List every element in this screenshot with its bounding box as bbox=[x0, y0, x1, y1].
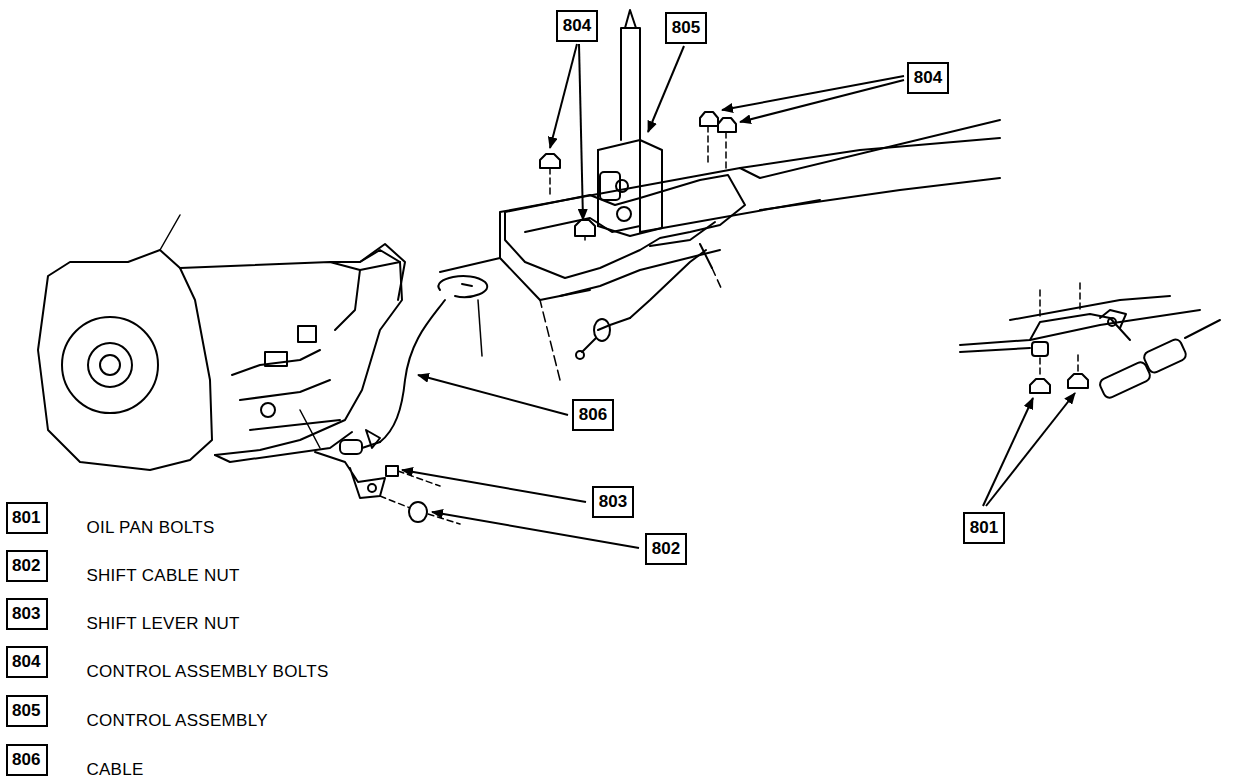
part-name: SHIFT LEVER NUT bbox=[86, 614, 239, 633]
part-name: CONTROL ASSEMBLY BOLTS bbox=[86, 662, 328, 681]
part-name: CONTROL ASSEMBLY bbox=[86, 711, 267, 730]
legend-key-box: 805CONTROL ASSEMBLY bbox=[6, 695, 48, 727]
callout-box: 803 bbox=[592, 486, 634, 518]
legend-key-box: 806CABLE bbox=[6, 744, 48, 776]
callout-number: 802 bbox=[12, 556, 40, 575]
callout-box: 804 bbox=[556, 10, 598, 42]
callout-box: 804 bbox=[907, 62, 949, 94]
callout-number: 802 bbox=[652, 539, 680, 558]
callout-number: 803 bbox=[12, 604, 40, 623]
part-name: CABLE bbox=[86, 760, 143, 779]
callout-number: 801 bbox=[970, 518, 998, 537]
legend-key-box: 801OIL PAN BOLTS bbox=[6, 502, 48, 534]
part-name: OIL PAN BOLTS bbox=[86, 518, 214, 537]
callout-number: 806 bbox=[579, 405, 607, 424]
callout-box: 802 bbox=[645, 533, 687, 565]
part-name: SHIFT CABLE NUT bbox=[86, 566, 239, 585]
callout-number: 801 bbox=[12, 508, 40, 527]
callout-number: 804 bbox=[563, 16, 591, 35]
callout-box: 806 bbox=[572, 399, 614, 431]
legend-key-box: 804CONTROL ASSEMBLY BOLTS bbox=[6, 646, 48, 678]
callout-number: 804 bbox=[914, 68, 942, 87]
callout-number: 804 bbox=[12, 652, 40, 671]
legend-key-box: 803SHIFT LEVER NUT bbox=[6, 598, 48, 630]
callout-number: 805 bbox=[672, 18, 700, 37]
callout-box: 801 bbox=[963, 512, 1005, 544]
callout-number: 806 bbox=[12, 750, 40, 769]
callout-number: 805 bbox=[12, 701, 40, 720]
legend-key-box: 802SHIFT CABLE NUT bbox=[6, 550, 48, 582]
callout-box: 805 bbox=[665, 12, 707, 44]
callout-number: 803 bbox=[599, 492, 627, 511]
